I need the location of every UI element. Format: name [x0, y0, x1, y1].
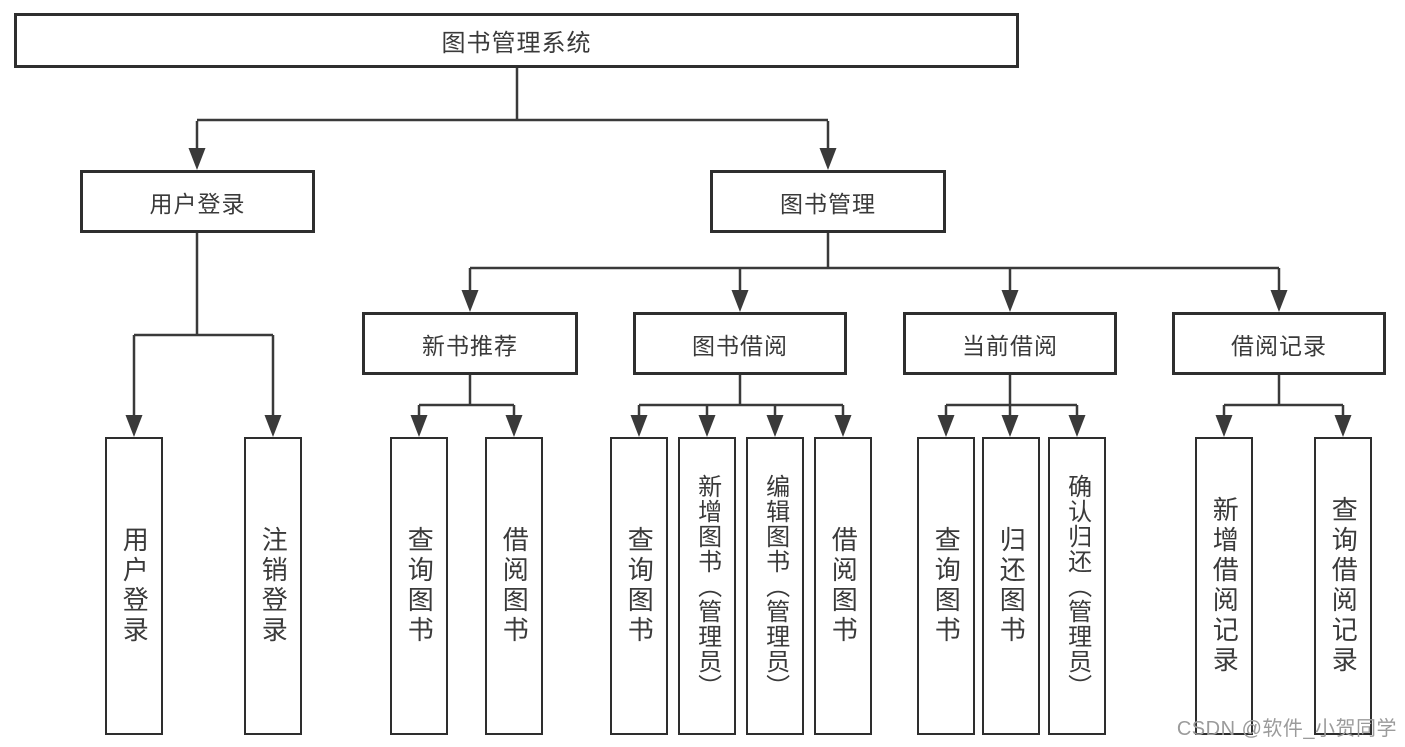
- arrowhead: [505, 415, 523, 437]
- node-new-book-recommendation: 新书推荐: [362, 312, 578, 375]
- leaf-label: 新增图书（管理员）: [693, 473, 721, 699]
- arrowhead: [630, 415, 648, 437]
- tree-edges: [132, 68, 1345, 417]
- leaf-label: 查询图书: [931, 526, 962, 646]
- edge-newbook-to-leaves: [417, 375, 516, 417]
- edge-bookmgmt-to-level3: [468, 233, 1281, 292]
- arrowhead: [1068, 415, 1086, 437]
- arrowhead: [698, 415, 716, 437]
- node-label: 当前借阅: [962, 332, 1058, 359]
- node-book-borrowing: 图书借阅: [633, 312, 847, 375]
- leaf-confirm-return-admin: 确认归还（管理员）: [1048, 437, 1106, 735]
- leaf-label: 归还图书: [996, 526, 1027, 646]
- node-user-login: 用户登录: [80, 170, 315, 233]
- leaf-query-books-current: 查询图书: [917, 437, 975, 735]
- leaf-label: 用户登录: [119, 526, 150, 646]
- leaf-label: 借阅图书: [499, 526, 530, 646]
- edge-records-to-leaves: [1222, 375, 1345, 417]
- arrowhead: [188, 148, 206, 170]
- node-label: 用户登录: [149, 190, 246, 217]
- csdn-watermark: CSDN @软件_小贺同学: [1176, 718, 1397, 740]
- arrowhead: [461, 290, 479, 312]
- arrowhead: [834, 415, 852, 437]
- arrowhead: [125, 415, 143, 437]
- node-label: 图书借阅: [692, 332, 788, 359]
- node-book-management: 图书管理: [710, 170, 946, 233]
- leaf-borrow-books: 借阅图书: [814, 437, 872, 735]
- edge-borrow-to-leaves: [637, 375, 845, 417]
- node-label: 借阅记录: [1231, 332, 1327, 359]
- node-label: 图书管理: [780, 190, 876, 217]
- arrowheads: [125, 148, 1352, 437]
- arrowhead: [1270, 290, 1288, 312]
- leaf-query-books-recommend: 查询图书: [390, 437, 448, 735]
- arrowhead: [1334, 415, 1352, 437]
- edge-current-to-leaves: [944, 375, 1079, 417]
- arrowhead: [731, 290, 749, 312]
- node-label: 图书管理系统: [441, 30, 592, 57]
- leaf-label: 查询借阅记录: [1328, 496, 1359, 676]
- arrowhead: [819, 148, 837, 170]
- leaf-query-borrow-record: 查询借阅记录: [1314, 437, 1372, 735]
- arrowhead: [1001, 415, 1019, 437]
- leaf-add-borrow-record: 新增借阅记录: [1195, 437, 1253, 735]
- leaf-label: 新增借阅记录: [1209, 496, 1240, 676]
- leaf-label: 查询图书: [624, 526, 655, 646]
- arrowhead: [1215, 415, 1233, 437]
- node-current-borrowing: 当前借阅: [903, 312, 1117, 375]
- leaf-label: 编辑图书（管理员）: [761, 473, 789, 699]
- leaf-label: 注销登录: [258, 526, 289, 646]
- edge-userlogin-to-leaves: [132, 233, 275, 417]
- leaf-label: 确认归还（管理员）: [1063, 473, 1091, 699]
- node-borrowing-records: 借阅记录: [1172, 312, 1386, 375]
- leaf-add-book-admin: 新增图书（管理员）: [678, 437, 736, 735]
- leaf-borrow-books-recommend: 借阅图书: [485, 437, 543, 735]
- edge-root-to-level2: [195, 68, 830, 150]
- leaf-user-login: 用户登录: [105, 437, 163, 735]
- node-library-management-system: 图书管理系统: [14, 13, 1019, 68]
- leaf-label: 查询图书: [404, 526, 435, 646]
- leaf-logout: 注销登录: [244, 437, 302, 735]
- leaf-edit-book-admin: 编辑图书（管理员）: [746, 437, 804, 735]
- arrowhead: [1001, 290, 1019, 312]
- arrowhead: [937, 415, 955, 437]
- arrowhead: [410, 415, 428, 437]
- node-label: 新书推荐: [422, 332, 518, 359]
- leaf-query-books-borrow: 查询图书: [610, 437, 668, 735]
- leaf-label: 借阅图书: [828, 526, 859, 646]
- arrowhead: [766, 415, 784, 437]
- leaf-return-book: 归还图书: [982, 437, 1040, 735]
- arrowhead: [264, 415, 282, 437]
